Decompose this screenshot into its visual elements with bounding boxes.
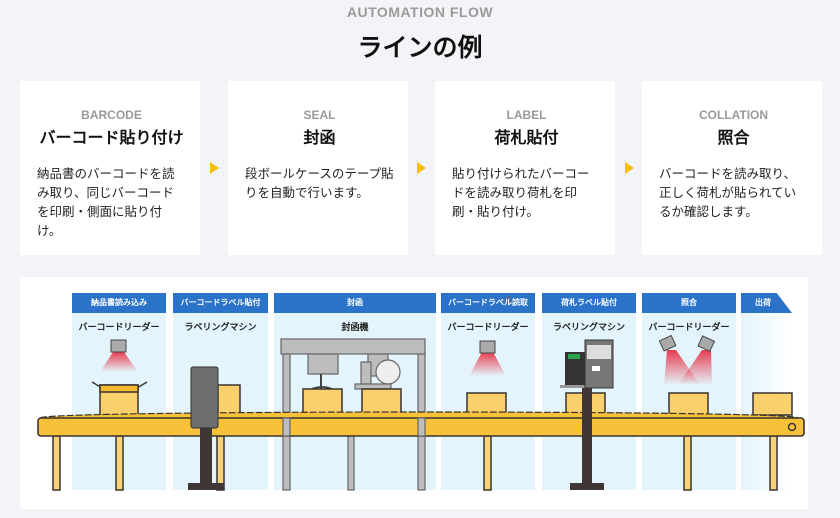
machine-label: バーコードリーダー <box>648 323 730 333</box>
step-title: バーコード貼り付け <box>39 128 184 147</box>
machine-label: 封函機 <box>341 323 369 333</box>
machine-label: バーコードリーダー <box>78 323 160 333</box>
step-card-seal: SEAL 封函 段ボールケースのテープ貼りを自動で行います。 <box>228 81 408 255</box>
barcode-reader-icon <box>100 339 138 372</box>
step-desc: 段ボールケースのテープ貼りを自動で行います。 <box>245 166 394 200</box>
cardboard-boxes <box>91 381 793 416</box>
arrow-right-icon <box>625 162 634 174</box>
step-en: COLLATION <box>698 108 769 122</box>
step-desc: 貼り付けられたバーコードを読み取り荷札を印刷・貼り付け。 <box>452 166 590 219</box>
station-header: 荷札ラベル貼付 <box>542 293 636 313</box>
arrow-right-icon <box>417 162 426 174</box>
barcode-reader-icon <box>469 340 506 376</box>
station-header: バーコードラベル読取 <box>441 293 535 313</box>
station-header: 照合 <box>642 293 736 313</box>
arrow-right-icon <box>210 162 219 174</box>
step-en: BARCODE <box>81 108 142 122</box>
machine-label: ラベリングマシン <box>552 323 625 333</box>
step-title: 荷札貼付 <box>494 128 559 147</box>
labeling-machine <box>560 339 614 490</box>
machine-label: バーコードリーダー <box>447 323 529 333</box>
step-card-collation: COLLATION 照合 バーコードを読み取り、正しく荷札が貼られているか確認し… <box>642 81 822 255</box>
step-card-label: LABEL 荷札貼付 貼り付けられたバーコードを読み取り荷札を印刷・貼り付け。 <box>435 81 615 255</box>
station-header: 納品書読み込み <box>72 293 166 313</box>
step-en: LABEL <box>506 108 547 122</box>
step-desc: 納品書のバーコードを読み取り、同じバーコードを印刷・側面に貼り付け。 <box>37 166 175 238</box>
barcode-reader-icon <box>658 334 716 385</box>
section-eyebrow: AUTOMATION FLOW <box>346 4 494 20</box>
page-title: ラインの例 <box>357 33 483 62</box>
step-desc: バーコードを読み取り、正しく荷札が貼られているか確認します。 <box>659 166 797 219</box>
step-card-barcode: BARCODE バーコード貼り付け 納品書のバーコードを読み取り、同じバーコード… <box>20 81 200 255</box>
station-header: 封函 <box>274 293 436 313</box>
station-header: 出荷 <box>741 293 792 313</box>
labeling-machine <box>188 366 224 490</box>
step-title: 封函 <box>303 128 336 147</box>
station-header: バーコードラベル貼付 <box>173 293 268 313</box>
conveyor-legs <box>52 435 778 491</box>
machine-label: ラベリングマシン <box>184 323 257 333</box>
step-en: SEAL <box>303 108 336 122</box>
step-title: 照合 <box>717 128 750 147</box>
